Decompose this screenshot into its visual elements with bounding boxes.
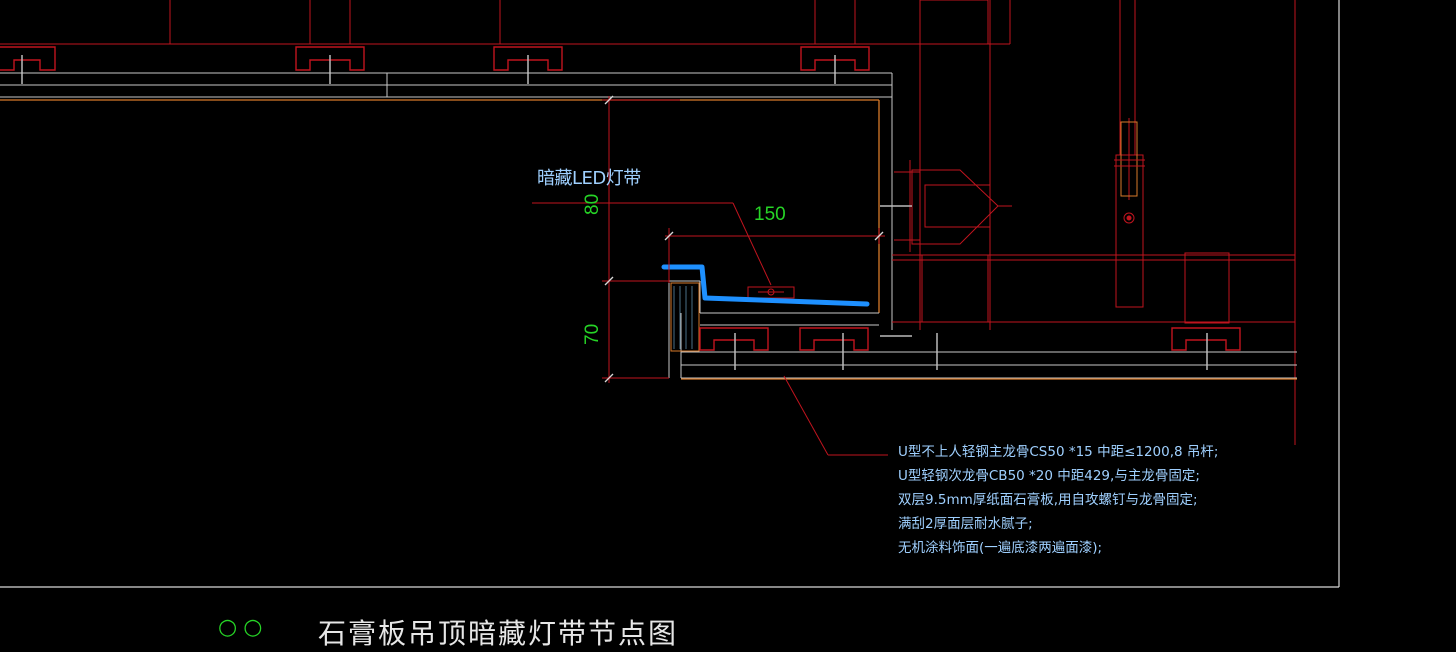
leader-lines bbox=[532, 202, 888, 456]
dimension-upper-height: 80 bbox=[582, 193, 603, 215]
screws-top bbox=[21, 55, 836, 84]
dimension-width: 150 bbox=[754, 204, 786, 225]
led-strip-highlight bbox=[661, 264, 870, 307]
note-finish: 无机涂料饰面(一遍底漆两遍面漆); bbox=[898, 540, 1103, 556]
hanger-rod bbox=[1114, 118, 1145, 308]
drawing-frame bbox=[0, 0, 1340, 588]
dimension-lines bbox=[602, 96, 885, 383]
gypsum-board-top bbox=[0, 72, 893, 330]
note-main-keel: U型不上人轻钢主龙骨CS50 *15 中距≤1200,8 吊杆; bbox=[898, 444, 1219, 460]
note-putty: 满刮2厚面层耐水腻子; bbox=[898, 516, 1033, 532]
dimension-ticks bbox=[604, 95, 884, 383]
note-secondary-keel: U型轻钢次龙骨CB50 *20 中距429,与主龙骨固定; bbox=[898, 468, 1200, 484]
wood-core-hatch bbox=[673, 286, 693, 349]
cad-drawing-canvas bbox=[0, 0, 1340, 588]
wood-core-block bbox=[670, 282, 700, 352]
lower-ceiling-boards bbox=[668, 280, 1297, 379]
screws-lower bbox=[734, 333, 1208, 370]
wood-base-top bbox=[0, 99, 880, 313]
lower-keel-profiles bbox=[699, 327, 1241, 351]
led-fixture bbox=[747, 286, 795, 299]
upper-structure bbox=[0, 0, 1296, 445]
drawing-title: 石膏板吊顶暗藏灯带节点图 bbox=[318, 617, 679, 650]
note-gypsum-board: 双层9.5mm厚纸面石膏板,用自攻螺钉与龙骨固定; bbox=[898, 492, 1198, 508]
construction-notes: U型不上人轻钢主龙骨CS50 *15 中距≤1200,8 吊杆; U型轻钢次龙骨… bbox=[898, 440, 1218, 560]
right-framing bbox=[892, 0, 1295, 330]
detail-number: ○○ bbox=[218, 615, 269, 640]
led-strip-label: 暗藏LED灯带 bbox=[537, 168, 641, 189]
main-keel-profiles bbox=[0, 46, 870, 71]
dimension-lower-height: 70 bbox=[582, 323, 603, 345]
